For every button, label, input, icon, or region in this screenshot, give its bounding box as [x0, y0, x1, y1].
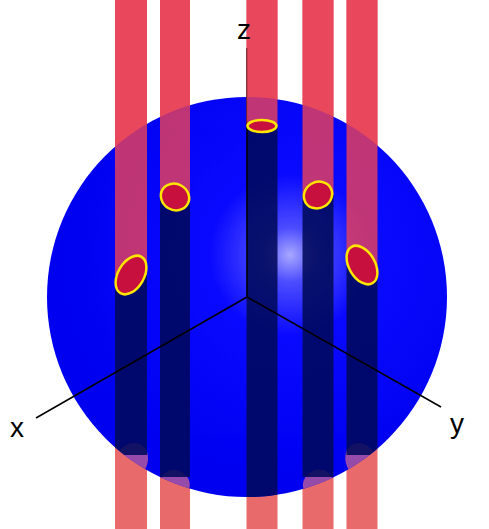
- axis-lines: [36, 48, 441, 418]
- cylinder-front: [115, 0, 378, 275]
- axis-label: y: [450, 410, 464, 438]
- axis-label: x: [10, 414, 24, 442]
- cylinder-entry: [109, 120, 384, 300]
- axis-label: z: [237, 16, 251, 44]
